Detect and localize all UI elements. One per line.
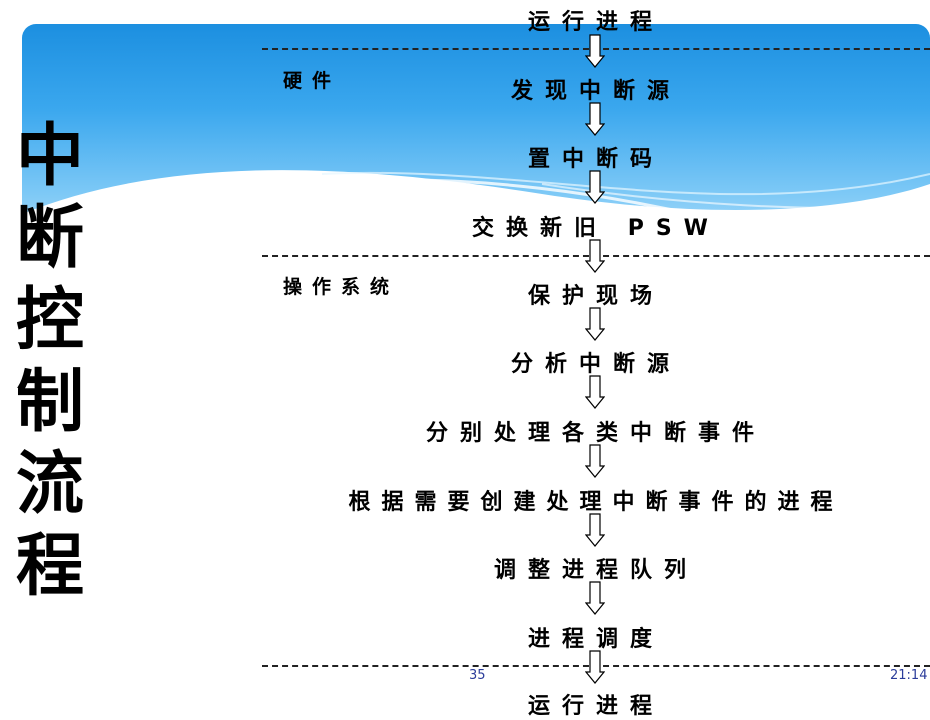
step-set-code: 置中断码 [527,147,664,172]
title-char: 控 [15,280,84,360]
down-arrow-icon [585,239,605,273]
step-adjust-queue: 调整进程队列 [493,558,698,583]
zone-label-os: 操作系统 [283,276,400,298]
title-char: 中 [15,116,84,196]
title-char: 流 [15,444,84,524]
zone-label-hardware: 硬件 [283,70,342,92]
down-arrow-icon [585,650,605,684]
slide-time: 21:14 [890,668,928,683]
vertical-title: 中 断 控 制 流 程 [10,115,90,607]
down-arrow-icon [585,444,605,478]
step-analyze-source: 分析中断源 [510,352,681,377]
title-char: 制 [15,362,84,442]
title-char: 断 [15,198,84,278]
down-arrow-icon [585,102,605,136]
step-create-process: 根据需要创建处理中断事件的进程 [348,490,844,515]
title-char: 程 [15,526,84,606]
step-run-process: 运行进程 [527,10,664,35]
down-arrow-icon [585,34,605,68]
down-arrow-icon [585,375,605,409]
down-arrow-icon [585,581,605,615]
step-schedule: 进程调度 [527,627,664,652]
page-number: 35 [469,668,486,683]
down-arrow-icon [585,513,605,547]
down-arrow-icon [585,170,605,204]
step-run-process-final: 运行进程 [527,694,664,719]
header-banner [22,24,930,264]
step-swap-psw: 交换新旧 PSW [472,216,720,241]
step-detect-source: 发现中断源 [510,79,681,104]
step-handle-events: 分别处理各类中断事件 [425,421,766,446]
step-save-context: 保护现场 [527,284,664,309]
down-arrow-icon [585,307,605,341]
